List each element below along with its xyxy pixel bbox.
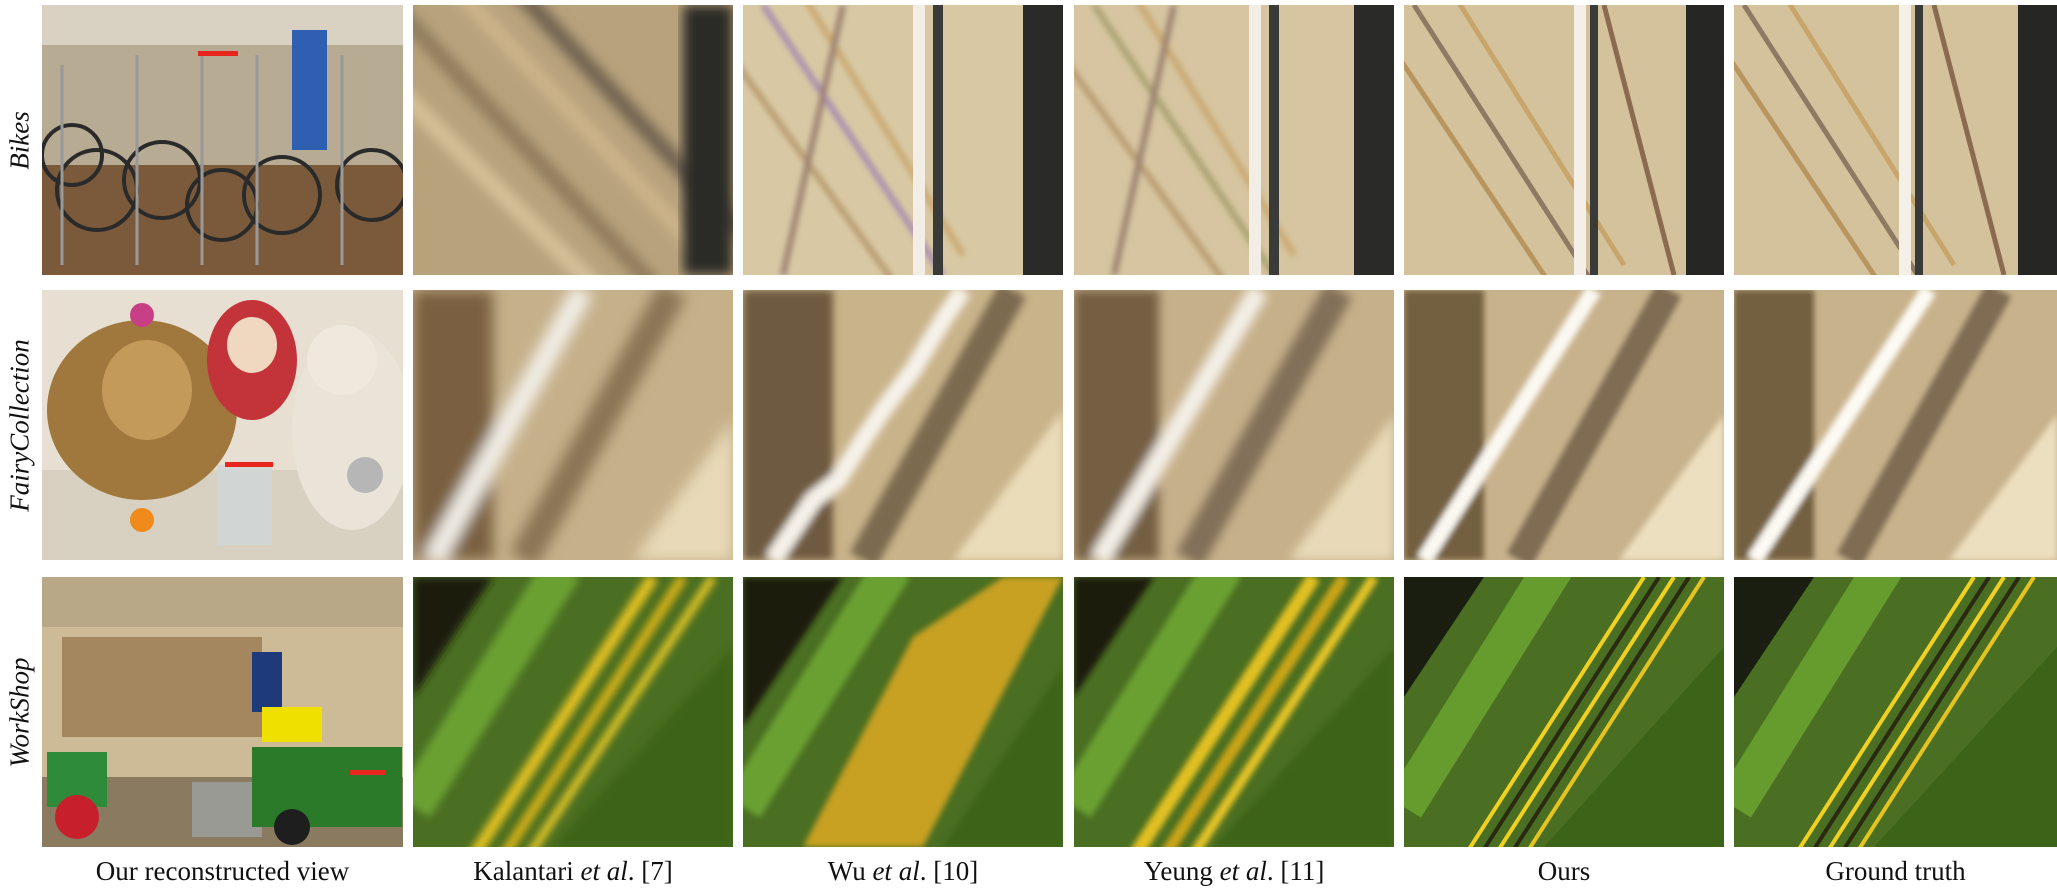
row-label-workshop: WorkShop	[4, 656, 35, 768]
bikes-ours-crop	[1404, 5, 1724, 275]
bikes-ground-truth-crop	[1734, 5, 2057, 275]
workshop-ours-crop	[1404, 577, 1724, 847]
workshop-ground-truth-crop	[1734, 577, 2057, 847]
workshop-kalantari-crop	[413, 577, 733, 847]
bikes-kalantari-crop	[413, 5, 733, 275]
caption-ours: Ours	[1537, 856, 1591, 886]
workshop-yeung-crop	[1074, 577, 1394, 847]
caption-reconstructed-view: Our reconstructed view	[95, 856, 350, 886]
fairycollection-wu-crop	[743, 290, 1063, 560]
bikes-reconstructed-view	[42, 5, 403, 275]
row-label-fairycollection: FairyCollection	[4, 338, 35, 512]
fairycollection-ours-crop	[1404, 290, 1724, 560]
workshop-wu-crop	[743, 577, 1063, 847]
fairycollection-reconstructed-view	[42, 290, 403, 560]
caption-yeung: Yeung et al. [11]	[1143, 856, 1325, 886]
fairycollection-ground-truth-crop	[1734, 290, 2057, 560]
bikes-wu-crop	[743, 5, 1063, 275]
bikes-yeung-crop	[1074, 5, 1394, 275]
caption-kalantari: Kalantari et al. [7]	[473, 856, 673, 886]
workshop-reconstructed-view	[42, 577, 403, 847]
fairycollection-kalantari-crop	[413, 290, 733, 560]
row-label-bikes: Bikes	[4, 110, 35, 170]
caption-wu: Wu et al. [10]	[827, 856, 979, 886]
caption-ground-truth: Ground truth	[1825, 856, 1966, 886]
fairycollection-yeung-crop	[1074, 290, 1394, 560]
